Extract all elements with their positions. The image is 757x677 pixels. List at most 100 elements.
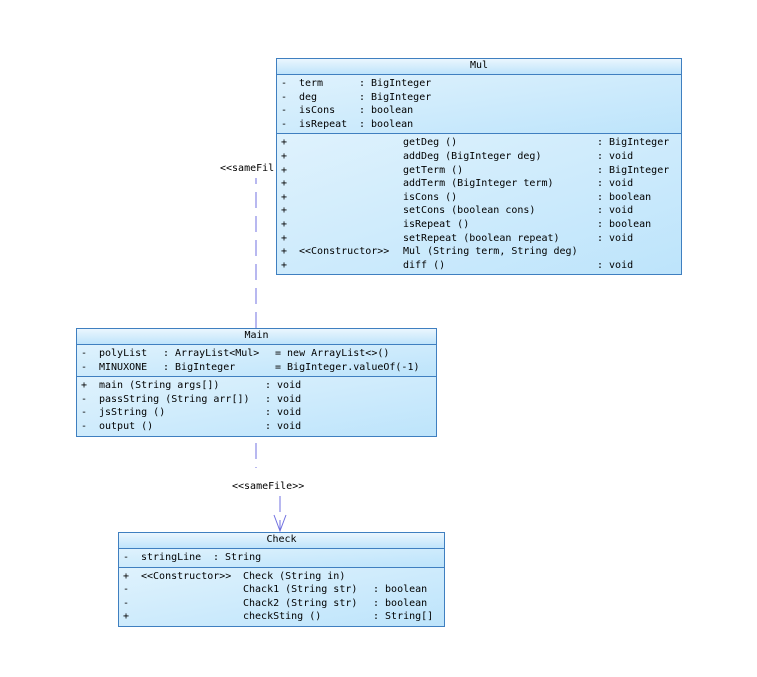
member-ret: : boolean <box>373 597 428 609</box>
dependency-arrowhead <box>273 514 287 533</box>
member-sig: isCons () <box>403 191 458 203</box>
member-sig: addDeg (BigInteger deg) <box>403 150 542 162</box>
member-vis: + <box>81 380 88 392</box>
member-sig: diff () <box>403 259 446 271</box>
member-ret: : String[] <box>373 611 434 623</box>
member-vis: + <box>281 164 288 176</box>
class-mul[interactable]: Mul -term: BigInteger-deg: BigInteger-is… <box>276 58 682 276</box>
member-vis: + <box>123 570 130 582</box>
member-ret: : void <box>597 205 634 217</box>
member-vis: - <box>81 393 88 405</box>
member-vis: + <box>123 611 130 623</box>
member-type: : boolean <box>359 105 414 117</box>
member-vis: + <box>281 137 288 149</box>
member-sig: checkSting () <box>243 611 322 623</box>
member-ret: : boolean <box>597 218 652 230</box>
class-main[interactable]: Main -polyList: ArrayList<Mul>= new Arra… <box>76 328 437 437</box>
class-check-attributes: -stringLine : String <box>119 549 444 568</box>
member-ret: : void <box>597 150 634 162</box>
operation-row: + getTerm () : BigInteger <box>281 164 677 178</box>
member-vis: + <box>281 178 288 190</box>
class-main-operations: +main (String args[]): void-passString (… <box>77 377 436 436</box>
member-init: = BigInteger.valueOf(-1) <box>275 361 420 373</box>
operation-row: +addTerm (BigInteger term): void <box>281 177 677 191</box>
member-vis: + <box>281 191 288 203</box>
member-vis: - <box>281 78 288 89</box>
member-vis: - <box>281 105 288 117</box>
member-sig: getTerm () <box>403 164 464 176</box>
attribute-row: -isCons : boolean <box>281 104 677 118</box>
member-vis: - <box>123 552 130 563</box>
member-name: MINUXONE <box>99 361 148 373</box>
member-type: : String <box>213 552 262 563</box>
operation-row: + checkSting () : String[] <box>123 610 440 624</box>
attribute-row: -deg: BigInteger <box>281 91 677 105</box>
member-vis: - <box>81 348 88 359</box>
member-name: isRepeat <box>299 118 348 130</box>
member-ret: : boolean <box>597 191 652 203</box>
member-vis: - <box>281 118 288 130</box>
operation-row: -output (): void <box>81 420 432 434</box>
member-stereo: <<Constructor>> <box>299 246 390 258</box>
attribute-row: -term : BigInteger <box>281 77 677 91</box>
class-mul-attributes: -term: BigInteger-deg: BigInteger-isCons… <box>277 75 681 135</box>
operation-row: -passString (String arr[]) : void <box>81 393 432 407</box>
member-sig: main (String args[]) <box>99 380 220 392</box>
member-vis: + <box>281 259 288 271</box>
member-type: : BigInteger <box>359 78 432 89</box>
operation-row: +<<Constructor>>Check (String in) <box>123 570 440 584</box>
member-name: deg <box>299 91 318 103</box>
member-ret: : BigInteger <box>597 137 670 149</box>
member-ret: : void <box>265 393 302 405</box>
member-name: stringLine <box>141 552 202 563</box>
member-type: : ArrayList<Mul> <box>163 348 260 359</box>
class-check-name: Check <box>119 533 444 549</box>
class-main-attributes: -polyList : ArrayList<Mul> = new ArrayList… <box>77 345 436 378</box>
member-sig: Chack1 (String str) <box>243 584 358 596</box>
member-vis: - <box>281 91 288 103</box>
member-sig: isRepeat () <box>403 218 470 230</box>
member-vis: - <box>81 407 88 419</box>
member-name: polyList <box>99 348 148 359</box>
member-ret: : BigInteger <box>597 164 670 176</box>
member-sig: setCons (boolean cons) <box>403 205 536 217</box>
member-sig: addTerm (BigInteger term) <box>403 178 554 190</box>
attribute-row: -stringLine : String <box>123 551 440 565</box>
member-vis: + <box>281 218 288 230</box>
operation-row: +setRepeat (boolean repeat): void <box>281 232 677 246</box>
member-sig: passString (String arr[]) <box>99 393 250 405</box>
member-sig: output () <box>99 420 154 432</box>
member-vis: - <box>123 584 130 596</box>
relation-label-check: <<sameFile>> <box>232 481 305 492</box>
member-ret: : void <box>265 407 302 419</box>
attribute-row: -isRepeat : boolean <box>281 118 677 132</box>
member-sig: setRepeat (boolean repeat) <box>403 232 560 244</box>
member-sig: Chack2 (String str) <box>243 597 358 609</box>
member-vis: + <box>281 246 288 258</box>
member-ret: : boolean <box>373 584 428 596</box>
attribute-row: -polyList : ArrayList<Mul> = new ArrayList… <box>81 347 432 361</box>
class-mul-name: Mul <box>277 59 681 75</box>
class-main-name: Main <box>77 329 436 345</box>
operation-row: -Chack2 (String str): boolean <box>123 597 440 611</box>
member-ret: : void <box>265 420 302 432</box>
member-name: isCons <box>299 105 336 117</box>
member-ret: : void <box>265 380 302 392</box>
member-vis: - <box>81 361 88 373</box>
class-check[interactable]: Check -stringLine: String +<<Constructor… <box>118 532 445 627</box>
member-sig: getDeg () <box>403 137 458 149</box>
operation-row: +diff (): void <box>281 259 677 273</box>
operation-row: +setCons (boolean cons): void <box>281 204 677 218</box>
class-check-operations: +<<Constructor>>Check (String in)- Chack1… <box>119 567 444 626</box>
member-init: = new ArrayList<>() <box>275 348 390 359</box>
member-sig: Check (String in) <box>243 570 346 582</box>
member-sig: jsString () <box>99 407 166 419</box>
operation-row: - Chack1 (String str) : boolean <box>123 583 440 597</box>
member-type: : boolean <box>359 118 414 130</box>
member-type: : BigInteger <box>163 361 236 373</box>
attribute-row: -MINUXONE : BigInteger = BigInteger.valueO… <box>81 361 432 375</box>
operation-row: + main (String args[]) : void <box>81 379 432 393</box>
member-name: term <box>299 78 324 89</box>
operation-row: + getDeg () : BigInteger <box>281 136 677 150</box>
